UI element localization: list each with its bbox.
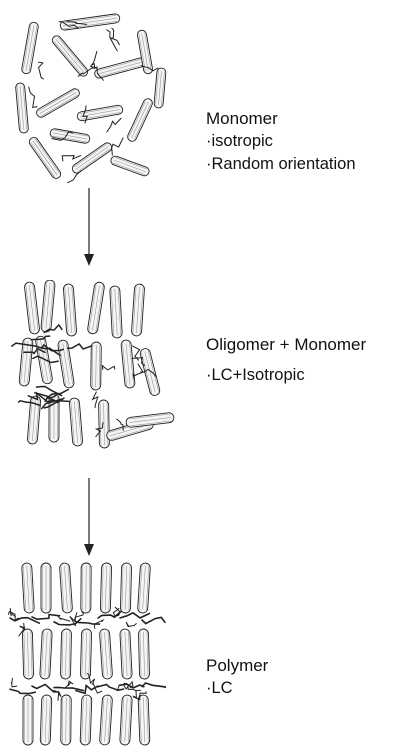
oligomer-rod xyxy=(121,340,136,389)
monomer-title: Monomer xyxy=(206,107,356,130)
oligomer-rod xyxy=(99,400,110,448)
polymer-rod xyxy=(81,563,91,613)
monomer-rod xyxy=(50,34,89,78)
monomer-rod xyxy=(50,128,91,144)
polymer-rod xyxy=(41,563,51,613)
monomer-illustration xyxy=(0,8,175,183)
backbone-chain xyxy=(32,684,57,691)
polymer-rod xyxy=(61,695,72,745)
oligomer-rod xyxy=(35,335,53,384)
monomer-chain xyxy=(29,87,37,107)
oligomer-rod xyxy=(91,342,102,390)
monomer-rod xyxy=(126,97,154,142)
backbone-branch xyxy=(65,681,73,688)
oligomer-illustration xyxy=(0,280,175,460)
monomer-label: Monomer ·isotropic ·Random orientation xyxy=(206,107,356,176)
oligomer-rod xyxy=(126,412,175,428)
polymer-rod xyxy=(40,695,52,745)
backbone-branch xyxy=(12,678,17,686)
polymer-rod xyxy=(22,629,33,679)
monomer-chain xyxy=(93,392,98,408)
polymer-rod xyxy=(80,629,91,679)
polymer-rod xyxy=(138,695,150,745)
monomer-rod xyxy=(94,57,147,79)
polymer-rod xyxy=(59,563,72,614)
monomer-chain xyxy=(107,118,121,132)
monomer-rod xyxy=(35,87,81,119)
polymer-rod xyxy=(80,695,92,745)
oligomer-title: Oligomer + Monomer xyxy=(206,333,366,356)
oligomer-chain xyxy=(68,344,92,349)
polymer-rod xyxy=(99,629,112,680)
monomer-rod xyxy=(71,141,114,175)
oligomer-rod xyxy=(87,282,105,335)
polymer-rod xyxy=(120,695,133,745)
polymer-rod xyxy=(23,695,33,745)
polymer-rod xyxy=(100,563,111,613)
backbone-chain xyxy=(120,613,149,618)
backbone-chain xyxy=(54,687,84,690)
polymer-rod xyxy=(137,563,150,614)
backbone-chain xyxy=(32,615,60,620)
backbone-branch xyxy=(87,674,94,685)
backbone-chain xyxy=(142,683,165,687)
oligomer-rod xyxy=(69,398,83,447)
arrow-down-1 xyxy=(79,188,99,268)
monomer-bullet-2: ·Random orientation xyxy=(206,153,356,176)
oligomer-rod xyxy=(41,280,56,332)
monomer-bullet-1: ·isotropic xyxy=(206,130,356,153)
monomer-rod xyxy=(110,155,151,177)
oligomer-label: Oligomer + Monomer ·LC+Isotropic xyxy=(206,333,366,387)
monomer-rod xyxy=(154,68,166,109)
monomer-chain xyxy=(62,156,80,161)
backbone-branch xyxy=(126,622,136,627)
polymer-rod xyxy=(40,629,53,679)
oligomer-bullet-1: ·LC+Isotropic xyxy=(206,364,366,387)
oligomer-rod xyxy=(131,284,145,337)
oligomer-rod xyxy=(110,286,123,338)
polymer-rod xyxy=(60,629,71,679)
polymer-rod xyxy=(120,629,133,679)
monomer-chain xyxy=(93,51,97,68)
monomer-rod xyxy=(28,136,63,180)
polymer-label: Polymer ·LC xyxy=(206,654,268,700)
monomer-chain xyxy=(102,366,114,370)
backbone-chain xyxy=(10,689,35,693)
monomer-rod xyxy=(77,105,124,122)
polymer-bullet-1: ·LC xyxy=(206,677,268,700)
polymer-rod xyxy=(22,563,35,613)
backbone-chain xyxy=(142,617,165,623)
monomer-chain xyxy=(112,138,123,155)
polymer-rod xyxy=(138,629,149,679)
oligomer-rod xyxy=(57,340,74,389)
arrow-down-2 xyxy=(79,478,99,558)
oligomer-rod xyxy=(63,284,77,337)
polymer-illustration xyxy=(0,562,175,748)
oligomer-rod xyxy=(24,282,40,335)
monomer-chain xyxy=(38,62,43,79)
monomer-rod xyxy=(15,83,28,134)
polymer-rod xyxy=(120,563,131,613)
polymer-rod xyxy=(99,695,112,746)
polymer-title: Polymer xyxy=(206,654,268,677)
monomer-rod xyxy=(21,22,39,75)
